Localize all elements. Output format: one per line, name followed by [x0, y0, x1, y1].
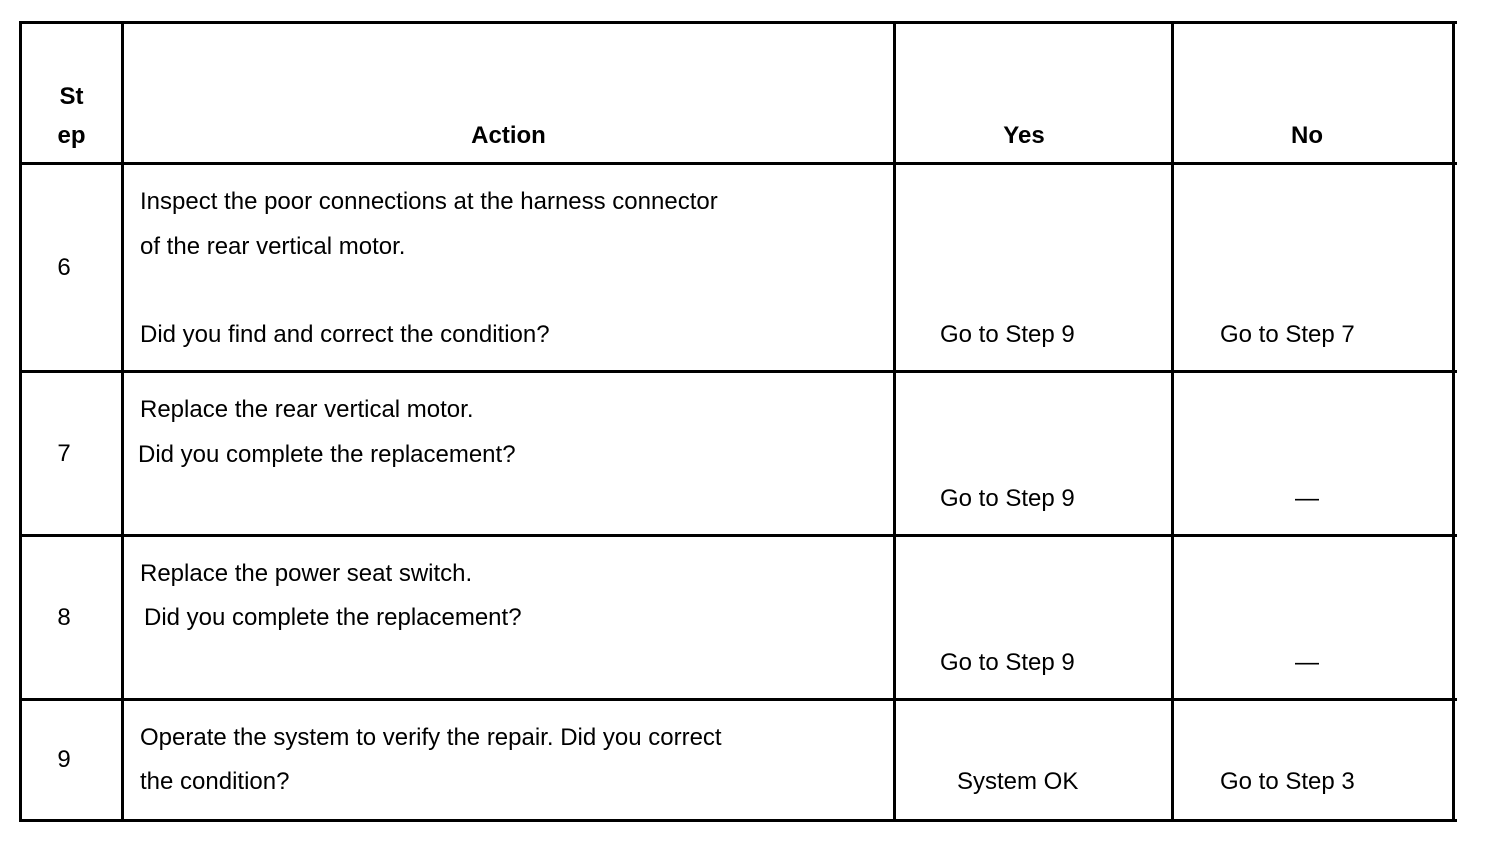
header-yes: Yes	[1003, 122, 1045, 149]
step-number-9: 9	[57, 746, 71, 773]
no-7: —	[1295, 485, 1319, 512]
row-divider-7	[19, 534, 1457, 537]
yes-7: Go to Step 9	[940, 485, 1075, 512]
step-number-6: 6	[57, 254, 71, 281]
no-6: Go to Step 7	[1220, 321, 1355, 348]
column-divider-step	[121, 21, 124, 822]
yes-6: Go to Step 9	[940, 321, 1075, 348]
yes-8: Go to Step 9	[940, 649, 1075, 676]
action-7-line1: Replace the rear vertical motor.	[140, 396, 474, 423]
action-9-line2: the condition?	[140, 768, 290, 795]
action-8-line2: Did you complete the replacement?	[144, 604, 522, 631]
row-divider-6	[19, 370, 1457, 373]
table-border-left	[19, 21, 22, 822]
yes-9: System OK	[957, 768, 1079, 795]
header-step-line1: St	[59, 83, 84, 110]
action-7-line2: Did you complete the replacement?	[138, 441, 516, 468]
table-border-top	[19, 21, 1457, 24]
action-8-line1: Replace the power seat switch.	[140, 560, 473, 587]
table-border-bottom	[19, 819, 1457, 822]
action-6-line3: Did you find and correct the condition?	[140, 321, 550, 348]
action-6-line1: Inspect the poor connections at the harn…	[140, 188, 718, 215]
header-no: No	[1291, 122, 1323, 149]
step-number-8: 8	[57, 604, 71, 631]
header-step-line2: ep	[57, 122, 86, 149]
step-number-7: 7	[57, 440, 71, 467]
no-9: Go to Step 3	[1220, 768, 1355, 795]
no-8: —	[1295, 649, 1319, 676]
header-divider	[19, 162, 1457, 165]
header-action: Action	[471, 122, 546, 149]
table-border-right	[1452, 21, 1455, 822]
action-6-line2: of the rear vertical motor.	[140, 233, 406, 260]
row-divider-8	[19, 698, 1457, 701]
action-9-line1: Operate the system to verify the repair.…	[140, 724, 722, 751]
column-divider-yes	[1171, 21, 1174, 822]
column-divider-action	[893, 21, 896, 822]
